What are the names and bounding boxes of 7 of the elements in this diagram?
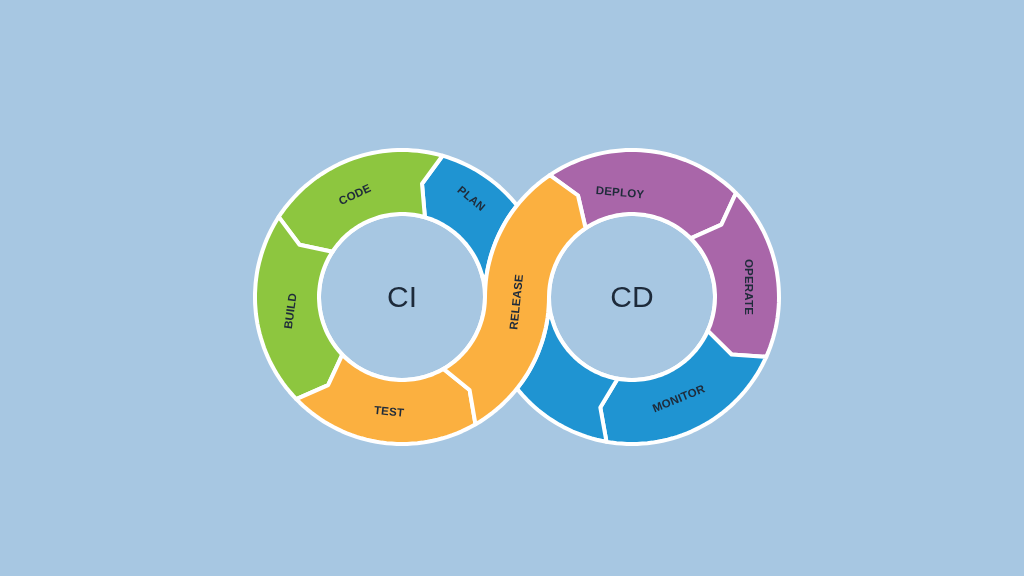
segment-label: RELEASE: [508, 273, 526, 331]
hub-label: CD: [610, 282, 654, 312]
hub-label: CI: [387, 282, 417, 312]
segment-label: OPERATE: [742, 258, 754, 316]
segment-label: BUILD: [282, 292, 300, 330]
segment-label: TEST: [373, 404, 405, 420]
segment-label: DEPLOY: [595, 185, 645, 201]
